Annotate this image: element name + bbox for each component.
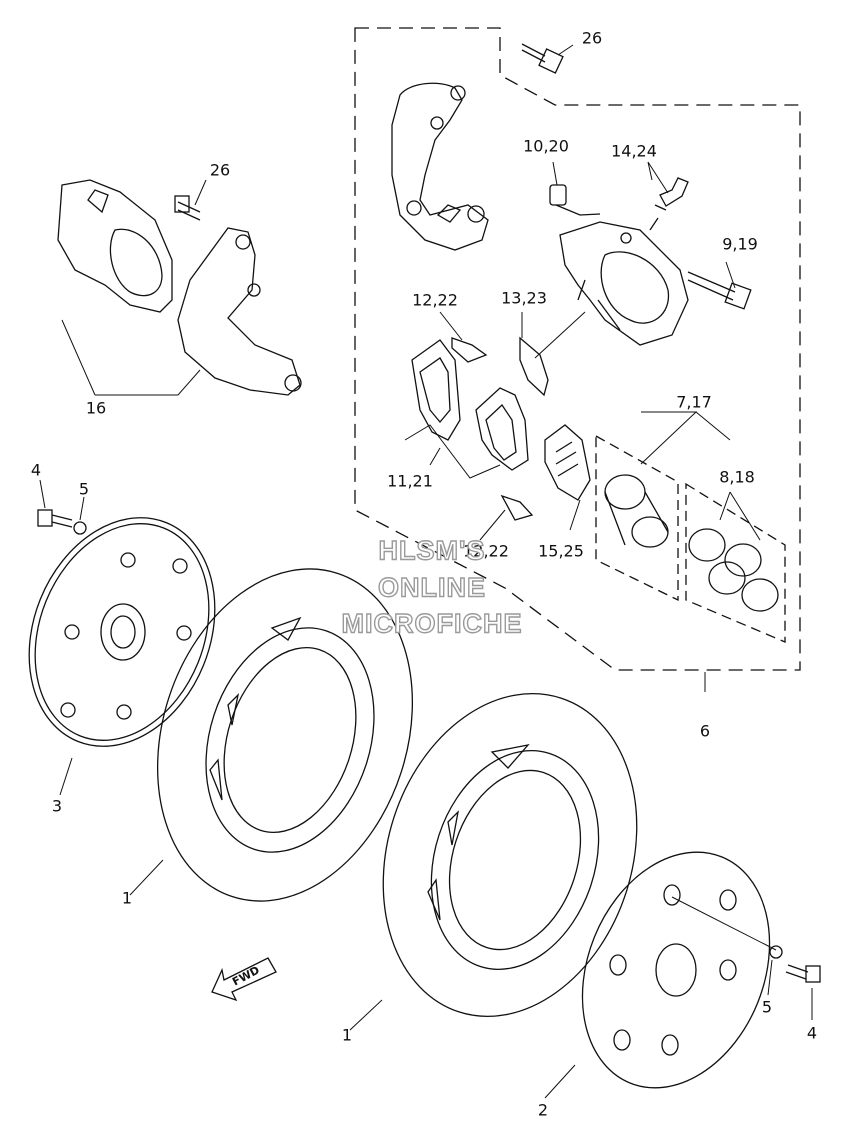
label-4-left: 4 [30, 460, 42, 480]
caliper-assembly-boundary [354, 27, 801, 671]
caliper-bracket-left [177, 227, 302, 396]
label-6: 6 [699, 721, 711, 741]
label-16: 16 [85, 398, 107, 418]
pad-shim-15 [544, 424, 591, 501]
brake-pad-rear [475, 387, 529, 471]
label-1-left: 1 [121, 888, 133, 908]
label-26-right: 26 [581, 28, 603, 48]
label-26-left: 26 [209, 160, 231, 180]
label-8-18: 8,18 [719, 467, 755, 487]
bleed-screw-14 [649, 177, 689, 231]
caliper-bracket-right [391, 82, 489, 251]
pad-clip-13 [519, 336, 549, 397]
bolt-4-right [785, 964, 821, 983]
bolt-9 [687, 271, 752, 310]
watermark-line-2: ONLINE [377, 572, 487, 603]
pad-spring-12 [451, 337, 534, 521]
bolt-26-left [174, 195, 201, 221]
brake-disc-1-left [156, 568, 414, 902]
label-10-20: 10,20 [523, 136, 569, 156]
bolt-4-left [37, 509, 73, 528]
label-7-17: 7,17 [676, 392, 712, 412]
label-2: 2 [537, 1100, 549, 1120]
washer-5-right [769, 945, 783, 959]
piston-group-boundary [595, 434, 679, 602]
leader-lines [39, 44, 813, 1099]
slide-pin-10 [549, 184, 601, 216]
label-5-left: 5 [78, 479, 90, 499]
label-11-21: 11,21 [387, 471, 433, 491]
label-12-22-top: 12,22 [412, 290, 458, 310]
seal-group-boundary [685, 482, 786, 643]
label-1-right: 1 [341, 1025, 353, 1045]
piston-seals-8 [688, 528, 779, 612]
label-13-23: 13,23 [501, 288, 547, 308]
label-9-19: 9,19 [722, 234, 758, 254]
disc-hub-3 [28, 517, 216, 747]
washer-5-left [73, 521, 87, 535]
label-12-22-bottom: 12,22 [463, 541, 509, 561]
label-14-24: 14,24 [611, 141, 657, 161]
watermark-line-1: HLSM'S [378, 535, 486, 566]
label-3: 3 [51, 796, 63, 816]
watermark-line-3: MICROFICHE [341, 608, 523, 639]
brake-pad-front [411, 339, 461, 441]
fwd-arrow [211, 957, 277, 1002]
bolt-26-right [521, 43, 564, 74]
pistons-7 [604, 474, 669, 548]
label-15-25: 15,25 [538, 541, 584, 561]
caliper-body [559, 221, 689, 346]
label-4-right: 4 [806, 1023, 818, 1043]
caliper-assembly-left [57, 179, 173, 313]
brake-disc-1-right [382, 692, 638, 1018]
label-5-right: 5 [761, 997, 773, 1017]
disc-hub-2 [581, 851, 771, 1089]
